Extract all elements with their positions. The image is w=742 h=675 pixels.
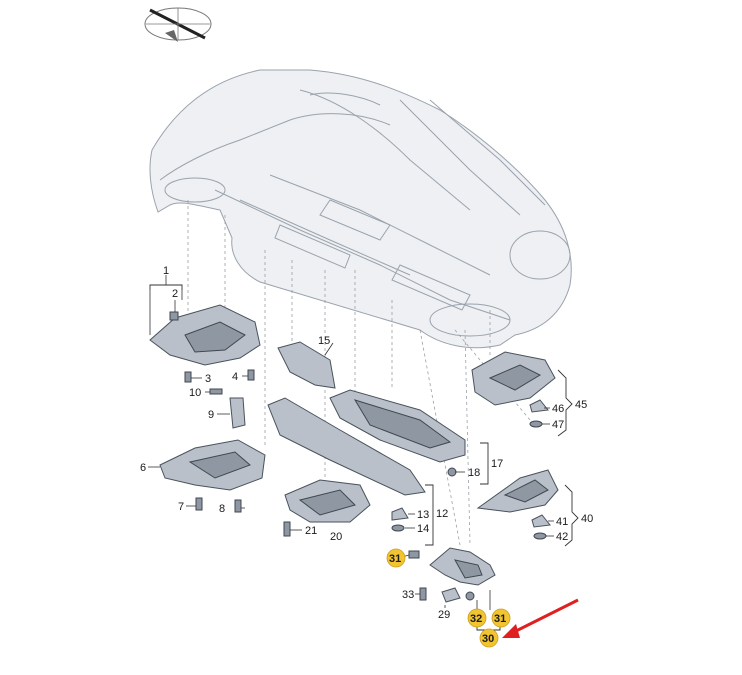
badge-31-left xyxy=(386,548,406,568)
callout-45: 45 xyxy=(575,399,587,411)
callout-31-left: 31 xyxy=(389,553,401,565)
part-29-clip xyxy=(441,587,461,603)
part-31-nut xyxy=(408,550,420,559)
badge-31-right xyxy=(491,608,511,628)
callout-17: 17 xyxy=(491,458,503,470)
callout-6: 6 xyxy=(140,462,146,474)
callout-7: 7 xyxy=(178,501,184,513)
part-2-clip xyxy=(169,311,179,321)
part-33-bolt xyxy=(419,587,427,601)
part-20-underbody-shield xyxy=(283,479,371,537)
callout-46: 46 xyxy=(552,403,564,415)
callout-42: 42 xyxy=(556,531,568,543)
callout-8: 8 xyxy=(219,503,225,515)
red-arrow-icon xyxy=(502,598,579,638)
callout-labels: 1 2 3 4 10 9 6 7 8 21 20 15 18 17 13 14 … xyxy=(140,265,593,645)
callout-33: 33 xyxy=(402,589,414,601)
highlight-badges xyxy=(386,548,511,648)
part-6-lower-engine-shield xyxy=(159,439,266,513)
callout-47: 47 xyxy=(552,419,564,431)
part-18-nut xyxy=(447,467,457,477)
part-45-rear-panel xyxy=(471,351,556,428)
part-40-rear-panel xyxy=(476,469,559,540)
car-underbody-illustration xyxy=(149,69,572,349)
badge-30 xyxy=(479,628,499,648)
callout-30: 30 xyxy=(482,633,494,645)
part-9-10 xyxy=(209,388,246,429)
callout-2: 2 xyxy=(172,288,178,300)
callout-31-right: 31 xyxy=(494,613,506,625)
compass-rose-icon xyxy=(144,7,212,42)
callout-14: 14 xyxy=(417,523,429,535)
callout-3: 3 xyxy=(205,373,211,385)
callout-12: 12 xyxy=(436,508,448,520)
callout-13: 13 xyxy=(417,509,429,521)
part-30-highlighted-bracket xyxy=(408,547,496,603)
part-32-washer xyxy=(465,591,475,601)
callout-18: 18 xyxy=(468,467,480,479)
part-1-front-underbody-panel xyxy=(149,304,261,366)
callout-29: 29 xyxy=(438,609,450,621)
bolt-3-4 xyxy=(184,369,255,383)
part-12-17-long-side-panels xyxy=(267,389,466,496)
callout-9: 9 xyxy=(208,409,214,421)
part-13-14-fasteners xyxy=(391,507,409,532)
callout-40: 40 xyxy=(581,513,593,525)
part-15-heat-shield xyxy=(277,341,336,389)
callout-21: 21 xyxy=(305,525,317,537)
callout-20: 20 xyxy=(330,531,342,543)
callout-1: 1 xyxy=(163,265,169,277)
callout-41: 41 xyxy=(556,516,568,528)
callout-32: 32 xyxy=(470,613,482,625)
callout-4: 4 xyxy=(232,371,238,383)
callout-15: 15 xyxy=(318,335,330,347)
badge-32 xyxy=(467,608,487,628)
callout-10: 10 xyxy=(189,387,201,399)
